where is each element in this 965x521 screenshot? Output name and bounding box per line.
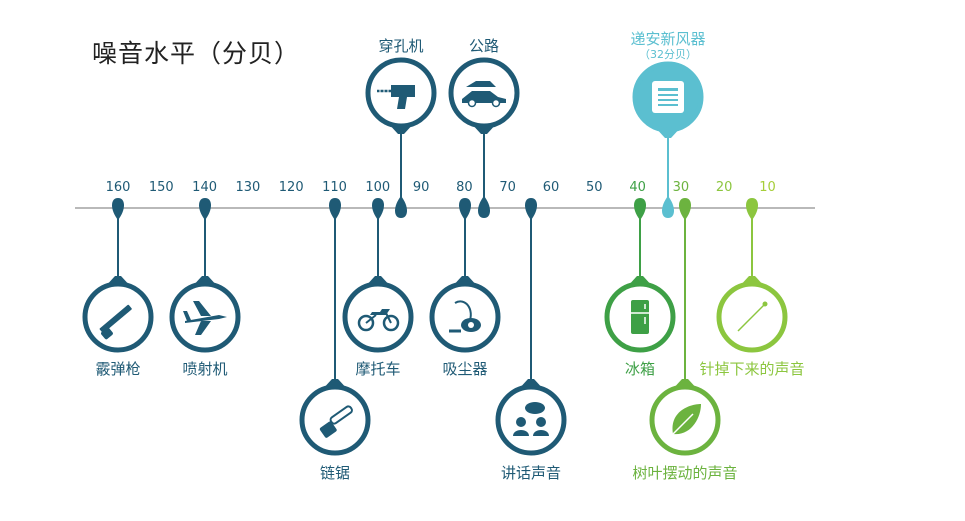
speech-icon: [513, 402, 549, 436]
scale-tick-label: 50: [586, 180, 603, 195]
scale-tick-label: 100: [365, 180, 391, 195]
motorcycle-icon: [357, 309, 400, 332]
icon-circle: [299, 384, 371, 456]
scale-tick-label: 20: [715, 180, 733, 195]
scale-tick-label: 110: [322, 180, 347, 195]
noise-source-marker: [604, 198, 676, 353]
drill-icon: [377, 85, 415, 109]
scale-tick-label: 160: [105, 180, 131, 195]
noise-source-label: 霰弹枪: [95, 360, 141, 378]
leaf-icon: [672, 404, 701, 435]
noise-source-label: 针掉下来的声音: [699, 360, 805, 378]
noise-source-label: 喷射机: [182, 360, 228, 378]
noise-source-marker: [716, 198, 788, 353]
icon-circle: [342, 281, 414, 353]
air-purifier-icon: [652, 81, 684, 113]
icon-circle: [429, 281, 501, 353]
scale-tick-label: 90: [412, 180, 430, 195]
axis-marker: [395, 196, 407, 218]
noise-source-marker: [169, 198, 241, 353]
axis-marker: [525, 198, 537, 220]
scale-tick-label: 140: [192, 180, 218, 195]
noise-source-label: 树叶摆动的声音: [632, 464, 738, 482]
noise-source-label: 摩托车: [355, 360, 401, 378]
axis-marker: [329, 198, 341, 220]
scale-tick-label: 10: [759, 180, 776, 195]
noise-source-marker: [342, 198, 414, 353]
noise-source-marker: [299, 198, 371, 456]
noise-source-label: 公路: [468, 37, 500, 55]
shotgun-icon: [99, 304, 132, 340]
axis-marker: [459, 198, 471, 220]
scale-tick-label: 60: [542, 180, 560, 195]
scale-tick-label: 30: [672, 180, 690, 195]
noise-source-marker: [448, 57, 520, 218]
diagram-title: 噪音水平（分贝）: [92, 39, 301, 68]
noise-source-marker: [495, 198, 567, 456]
scale-tick-label: 120: [278, 180, 304, 195]
icon-circle: [169, 281, 241, 353]
axis-marker: [199, 198, 211, 220]
noise-source-label: 穿孔机: [378, 37, 424, 55]
noise-source-marker: [649, 198, 721, 456]
noise-source-marker: [632, 61, 704, 218]
noise-source-label: 讲话声音: [500, 464, 562, 482]
noise-source-marker: [82, 198, 154, 353]
chainsaw-icon: [319, 405, 353, 438]
axis-marker: [112, 198, 124, 220]
vacuum-icon: [449, 300, 481, 333]
jet-icon: [183, 301, 227, 335]
noise-source-label: 递安新风器: [630, 30, 706, 48]
scale-tick-label: 80: [456, 180, 473, 195]
noise-source-marker: [365, 57, 437, 218]
axis-marker: [679, 198, 691, 220]
cars-icon: [462, 81, 506, 108]
scale-tick-label: 70: [499, 180, 516, 195]
axis-marker: [746, 198, 758, 220]
scale-tick-label: 150: [148, 180, 174, 195]
axis-marker: [634, 198, 646, 220]
noise-source-marker: [429, 198, 501, 353]
axis-marker: [662, 196, 674, 218]
noise-source-label: 吸尘器: [442, 360, 488, 378]
fridge-icon: [631, 300, 649, 334]
axis-marker: [372, 198, 384, 220]
axis-marker: [478, 196, 490, 218]
scale-tick-label: 130: [235, 180, 261, 195]
noise-source-subtitle: （32分贝）: [639, 48, 697, 61]
pin-icon: [737, 301, 768, 332]
scale-tick-label: 40: [629, 180, 646, 195]
noise-source-label: 冰箱: [624, 360, 656, 378]
icon-circle: [495, 384, 567, 456]
noise-source-label: 链锯: [319, 464, 351, 482]
